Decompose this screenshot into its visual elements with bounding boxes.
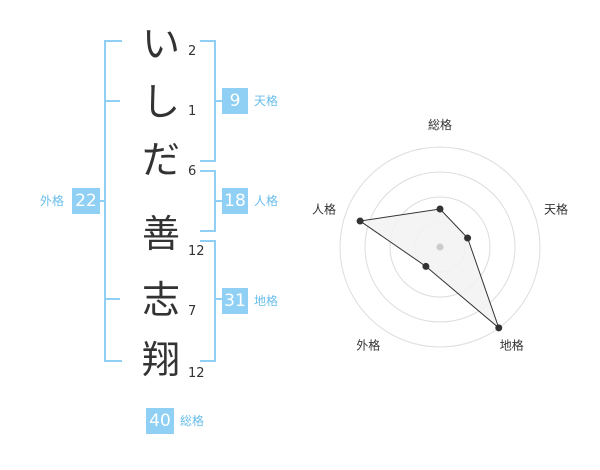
stroke-count-4: 12 (188, 244, 205, 259)
radar-axis-label: 総格 (428, 117, 452, 132)
gaikaku-bracket-tick (104, 298, 120, 300)
radar-data-point (495, 324, 503, 332)
name-char-1: い (141, 22, 180, 66)
gaikaku-bracket (104, 40, 122, 362)
radar-axis-label: 外格 (356, 338, 380, 353)
chikaku-connector (214, 298, 222, 300)
name-char-5: 志 (141, 278, 180, 322)
chikaku-label: 地格 (254, 294, 279, 308)
radar-axis-label: 天格 (544, 201, 568, 216)
radar-data-point (422, 262, 430, 270)
tenkaku-badge: 9 (222, 88, 248, 114)
name-char-3: だ (141, 138, 180, 182)
soukaku-badge: 40 (146, 408, 174, 434)
name-char-6: 翔 (141, 338, 180, 382)
radar-grid-ring (364, 171, 516, 323)
tenkaku-label: 天格 (254, 94, 279, 108)
stroke-count-5: 7 (188, 304, 197, 319)
gaikaku-bracket-tick (104, 100, 120, 102)
gaikaku-connector (98, 200, 104, 202)
radar-data-point (464, 234, 472, 242)
radar-grid-ring (339, 146, 541, 348)
chikaku-badge: 31 (222, 288, 248, 314)
stroke-count-3: 6 (188, 164, 197, 179)
name-char-4: 善 (141, 212, 180, 256)
tenkaku-connector (214, 100, 222, 102)
chikaku-bracket (200, 240, 216, 362)
radar-center-dot (436, 243, 444, 251)
name-char-2: し (141, 80, 180, 124)
jinkaku-connector (214, 200, 222, 202)
stroke-count-1: 2 (188, 44, 197, 59)
jinkaku-badge: 18 (222, 188, 248, 214)
stroke-count-6: 12 (188, 366, 205, 381)
stroke-count-2: 1 (188, 104, 197, 119)
radar-series-polygon (358, 208, 500, 330)
radar-grid-ring (389, 196, 491, 298)
jinkaku-label: 人格 (254, 194, 279, 208)
radar-axis-label: 地格 (500, 338, 524, 353)
radar-data-point (436, 205, 444, 213)
radar-data-point (356, 217, 364, 225)
radar-axis-label: 人格 (312, 201, 336, 216)
soukaku-label: 総格 (180, 414, 205, 428)
gaikaku-badge: 22 (72, 188, 100, 214)
gaikaku-label: 外格 (40, 194, 65, 208)
